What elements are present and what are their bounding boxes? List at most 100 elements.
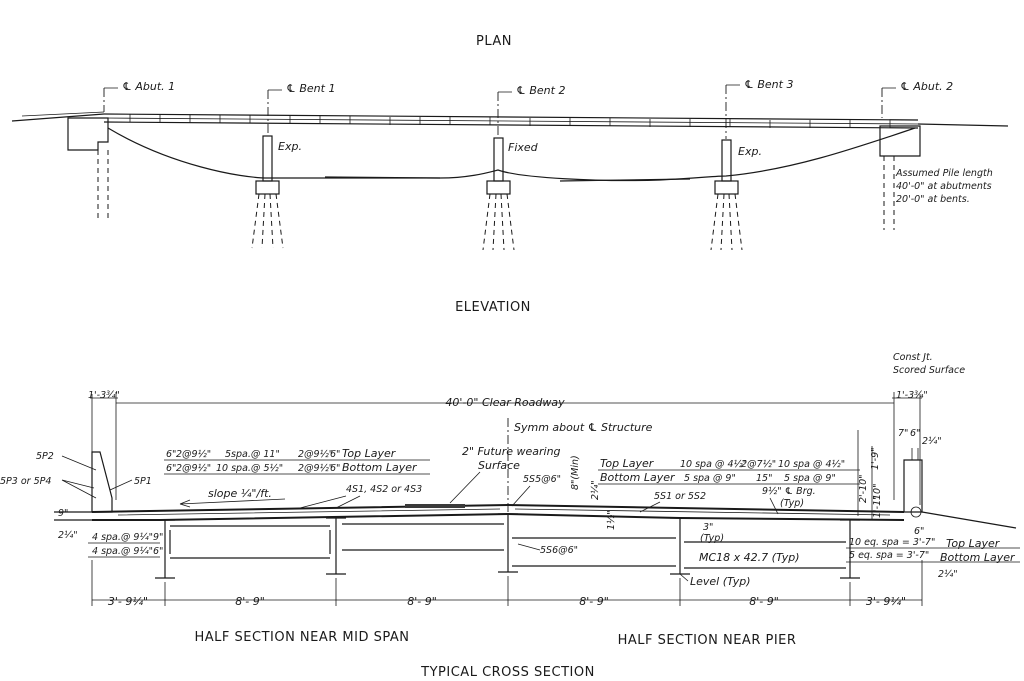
channel-diaphragms bbox=[169, 523, 846, 569]
brg-leader bbox=[769, 497, 779, 515]
deck-top-surface bbox=[91, 503, 905, 513]
label-5p2: 5P2 bbox=[36, 451, 54, 462]
spa-left-top-2: 2@9½" bbox=[176, 449, 211, 460]
top-layer-right: Top Layer bbox=[946, 537, 1001, 550]
three-typ-2: (Typ) bbox=[700, 533, 724, 544]
bar-5s5-leader bbox=[511, 485, 531, 507]
drain-circle bbox=[910, 506, 922, 518]
bottom-dim-6: 3'- 9¼" bbox=[866, 595, 906, 608]
bottom-dim-1: 3'- 9¼" bbox=[108, 595, 148, 608]
top-layer-mid: Top Layer bbox=[600, 457, 655, 470]
deck-bottom bbox=[103, 121, 919, 129]
left-dim-4spa-bot: 4 spa.@ 9¼" bbox=[92, 546, 153, 557]
layer-leader-left bbox=[336, 459, 430, 475]
right-vert-dim-lines bbox=[857, 430, 873, 520]
plan-title: PLAN bbox=[476, 34, 512, 49]
spa-right-bot-2: 15" bbox=[756, 473, 772, 484]
three-typ-1: 3" bbox=[703, 522, 713, 533]
curb-left-dim: 1'-3¾" bbox=[88, 390, 120, 401]
vert-right-4: 1'-1" bbox=[872, 496, 883, 519]
level-label: Level (Typ) bbox=[690, 575, 751, 588]
right-top-dim-2: 6" bbox=[910, 428, 920, 439]
pile-note-line1: Assumed Pile length bbox=[895, 168, 993, 179]
future-wearing-1: 2" Future wearing bbox=[462, 445, 561, 458]
cross-section: Const Jt. Scored Surface 40'-0" Clear Ro… bbox=[0, 352, 1020, 608]
rail-line bbox=[103, 117, 919, 125]
p-label-leaders bbox=[61, 455, 133, 499]
label-5p1: 5P1 bbox=[134, 476, 152, 487]
level-leader bbox=[679, 573, 689, 582]
elevation-title: ELEVATION bbox=[455, 300, 531, 315]
right-parapet-ties bbox=[911, 448, 919, 460]
approach-left-rail bbox=[21, 111, 105, 117]
bars-4s-leader bbox=[299, 495, 361, 509]
support-label-bent1: ℄ Bent 1 bbox=[286, 82, 335, 95]
girder-flange bbox=[324, 176, 691, 182]
spa-right-bot-1: 5 spa @ 9" bbox=[684, 473, 736, 484]
vert-right-2: 1'-9" bbox=[870, 448, 881, 471]
right-dim-6: 6" bbox=[914, 526, 924, 537]
abutment-1-piles bbox=[97, 150, 109, 222]
typical-section-title: TYPICAL CROSS SECTION bbox=[420, 665, 595, 680]
spa-left-bot-3: 10 spa.@ 5½" bbox=[216, 463, 283, 474]
spa-left-bot-1: 6" bbox=[166, 463, 176, 474]
half-pier-title: HALF SECTION NEAR PIER bbox=[618, 633, 797, 648]
bent-3 bbox=[710, 139, 743, 251]
deck-bottom-surface bbox=[92, 512, 905, 521]
vert-right-3: 10" bbox=[872, 484, 883, 500]
support-label-bent2: ℄ Bent 2 bbox=[516, 84, 565, 97]
slope-arrow bbox=[179, 498, 286, 508]
spa-left-lines bbox=[164, 459, 336, 475]
bottom-dim-5: 8'- 9" bbox=[749, 595, 779, 608]
support-label-abut1: ℄ Abut. 1 bbox=[122, 80, 175, 93]
spa-left-top-3: 5spa.@ 11" bbox=[225, 449, 280, 460]
left-dim-6: 6" bbox=[153, 546, 163, 557]
bars-5s-leader bbox=[639, 501, 661, 513]
bearing-label-bent3: Exp. bbox=[738, 145, 762, 158]
d-2-label: 2¼" bbox=[590, 480, 601, 500]
right-layer-lines bbox=[846, 547, 1020, 563]
spa-right-lines bbox=[598, 469, 860, 485]
spa-left-bot-2: 2@9½" bbox=[176, 463, 211, 474]
left-parapet bbox=[91, 451, 113, 513]
symm-label: Symm about ℄ Structure bbox=[514, 421, 653, 434]
spa-right-top-1: 10 spa @ 4½" bbox=[680, 459, 747, 470]
bottom-dim-ticks bbox=[91, 560, 923, 606]
top-layer-left: Top Layer bbox=[342, 447, 397, 460]
left-dim-9b: 9" bbox=[153, 532, 163, 543]
spa-left-bot-4: 2@9½" bbox=[298, 463, 333, 474]
left-dim-9: 9" bbox=[58, 508, 68, 519]
rebar-top bbox=[117, 508, 891, 516]
spa-left-top-5: 6" bbox=[330, 449, 340, 460]
approach-slope-right bbox=[921, 511, 1017, 529]
right-top-dim-3: 2¼" bbox=[922, 436, 942, 447]
spa-right-top-2: 2@7½" bbox=[741, 459, 776, 470]
support-label-abut2: ℄ Abut. 2 bbox=[900, 80, 953, 93]
right-parapet bbox=[903, 459, 923, 513]
bar-5s6: 5S6@6" bbox=[540, 545, 578, 556]
channel-label: MC18 x 42.7 (Typ) bbox=[699, 551, 800, 564]
bottom-layer-mid: Bottom Layer bbox=[600, 471, 676, 484]
bottom-dim-2: 8'- 9" bbox=[235, 595, 265, 608]
bottom-dim-3: 8'- 9" bbox=[407, 595, 437, 608]
left-dim-2-25: 2¼" bbox=[58, 530, 78, 541]
spa-left-bot-5: 6" bbox=[330, 463, 340, 474]
left-dim-lines bbox=[88, 542, 160, 558]
bar-5s6-leader bbox=[517, 543, 541, 551]
rail-posts bbox=[129, 114, 891, 128]
curb-right-dim: 1'-3¾" bbox=[896, 390, 928, 401]
future-wearing-2: Surface bbox=[478, 459, 520, 472]
pile-note-line3: 20'-0" at bents. bbox=[896, 194, 970, 205]
pile-note-line2: 40'-0" at abutments bbox=[896, 181, 992, 192]
vert-right-1: 2'-10" bbox=[858, 474, 869, 503]
right-dim-5eq: 5 eq. spa = 3'-7" bbox=[849, 550, 929, 561]
abutment-2 bbox=[879, 125, 921, 157]
future-wearing-surface-mark bbox=[405, 504, 465, 508]
abutment-2-piles bbox=[883, 156, 895, 230]
bars-5s: 5S1 or 5S2 bbox=[654, 491, 706, 502]
clear-roadway-label: 40'-0" Clear Roadway bbox=[445, 396, 565, 409]
slope-label: slope ¼"/ft. bbox=[208, 487, 272, 500]
left-dim-4spa-top: 4 spa.@ 9¼" bbox=[92, 532, 153, 543]
approach-right-ground bbox=[917, 123, 1009, 127]
